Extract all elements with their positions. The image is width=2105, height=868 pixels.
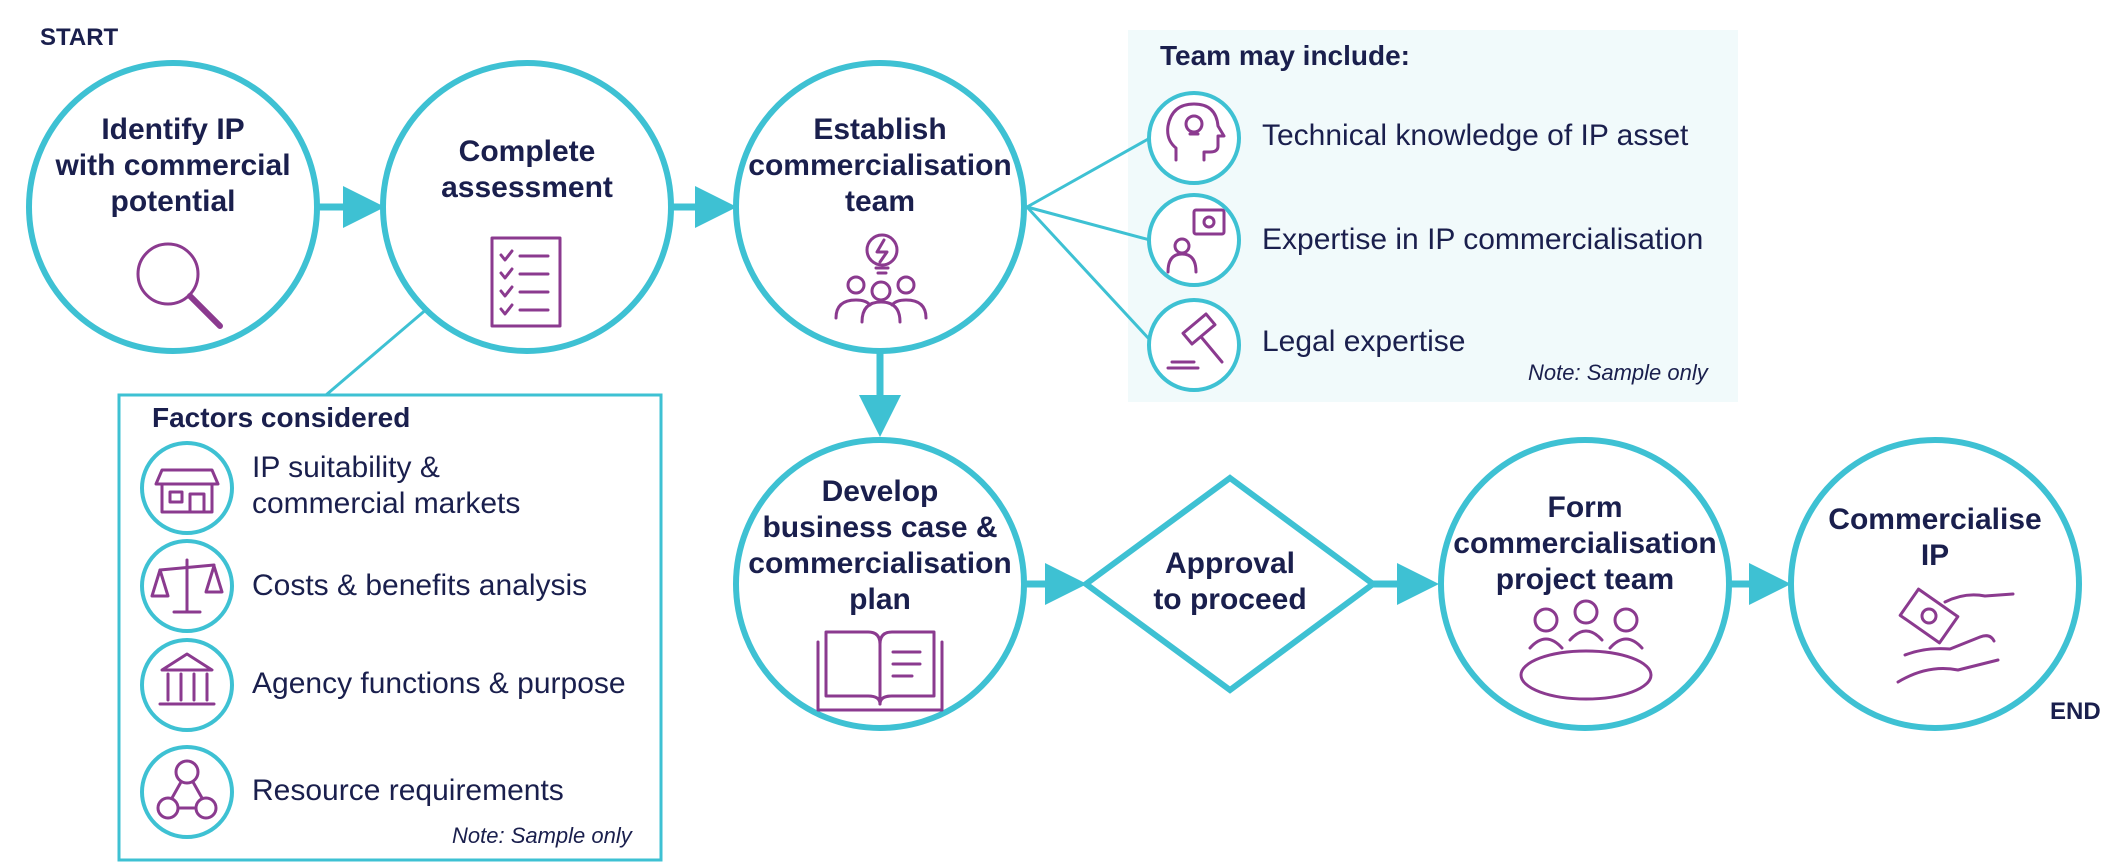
factor-item-3-label: Agency functions & purpose [252, 667, 626, 700]
government-building-icon [158, 652, 216, 706]
person-idea-bubble-icon [1166, 208, 1226, 274]
step-assessment-text: Complete assessment [441, 135, 613, 204]
approval-text: Approval to proceed [1153, 547, 1307, 616]
step-identify-text: Identify IP with commercial potential [55, 113, 291, 218]
team-item-3-label: Legal expertise [1262, 325, 1466, 358]
step-form-circle [1438, 437, 1732, 731]
meeting-table-icon [1519, 599, 1653, 701]
factors-box-title: Factors considered [152, 402, 411, 433]
factor-item-4-circle [140, 745, 234, 839]
factor-item-2-label: Costs & benefits analysis [252, 569, 588, 602]
factor-item-3-circle [140, 638, 234, 732]
factor-item-4-label: Resource requirements [252, 774, 564, 807]
team-box-note: Note: Sample only [1528, 360, 1708, 385]
storefront-icon [154, 468, 220, 514]
scales-icon [150, 558, 224, 614]
step-develop-label: Develop business case & commercialisatio… [748, 474, 1011, 618]
approval-label: Approval to proceed [1153, 546, 1306, 618]
step-commercialise-label: Commercialise IP [1828, 502, 2041, 574]
step-commercialise-circle [1788, 437, 2082, 731]
team-item-1-circle [1147, 91, 1241, 185]
factor-item-1-circle [140, 441, 234, 535]
step-establish-label: Establish commercialisation team [748, 112, 1011, 220]
step-assessment-label: Complete assessment [441, 134, 613, 206]
checklist-icon [490, 236, 562, 328]
factors-connector [325, 306, 429, 397]
team-connectors [1025, 136, 1152, 342]
start-marker: START [40, 24, 119, 51]
team-item-3-circle [1147, 298, 1241, 392]
head-lightbulb-icon [1166, 102, 1226, 162]
step-develop-text: Develop business case & commercialisatio… [748, 475, 1012, 616]
step-commercialise-text: Commercialise IP [1828, 503, 2042, 572]
gavel-icon [1166, 312, 1224, 370]
step-establish-text: Establish commercialisation team [748, 113, 1012, 218]
magnifier-icon [136, 242, 223, 329]
approval-diamond [1080, 474, 1379, 694]
step-form-label: Form commercialisation project team [1453, 490, 1716, 598]
team-item-2-circle [1147, 193, 1241, 287]
step-identify-label: Identify IP with commercial potential [55, 112, 290, 220]
step-assessment-circle [380, 60, 674, 354]
step-identify-circle [26, 60, 320, 354]
step-develop-circle [733, 437, 1027, 731]
team-lightning-icon [834, 233, 928, 324]
open-book-icon [816, 630, 944, 712]
money-hand-icon [1896, 587, 2015, 684]
factors-box-note: Note: Sample only [452, 823, 632, 848]
factor-item-1-label: IP suitability & commercial markets [252, 451, 521, 520]
team-box-title: Team may include: [1160, 40, 1411, 71]
team-item-2-label: Expertise in IP commercialisation [1262, 223, 1704, 256]
team-item-1-label: Technical knowledge of IP asset [1262, 119, 1689, 152]
network-people-icon [156, 759, 218, 820]
flow-arrows [318, 186, 1791, 605]
step-form-text: Form commercialisation project team [1453, 491, 1717, 596]
step-establish-circle [733, 60, 1027, 354]
end-marker: END [2050, 698, 2101, 725]
